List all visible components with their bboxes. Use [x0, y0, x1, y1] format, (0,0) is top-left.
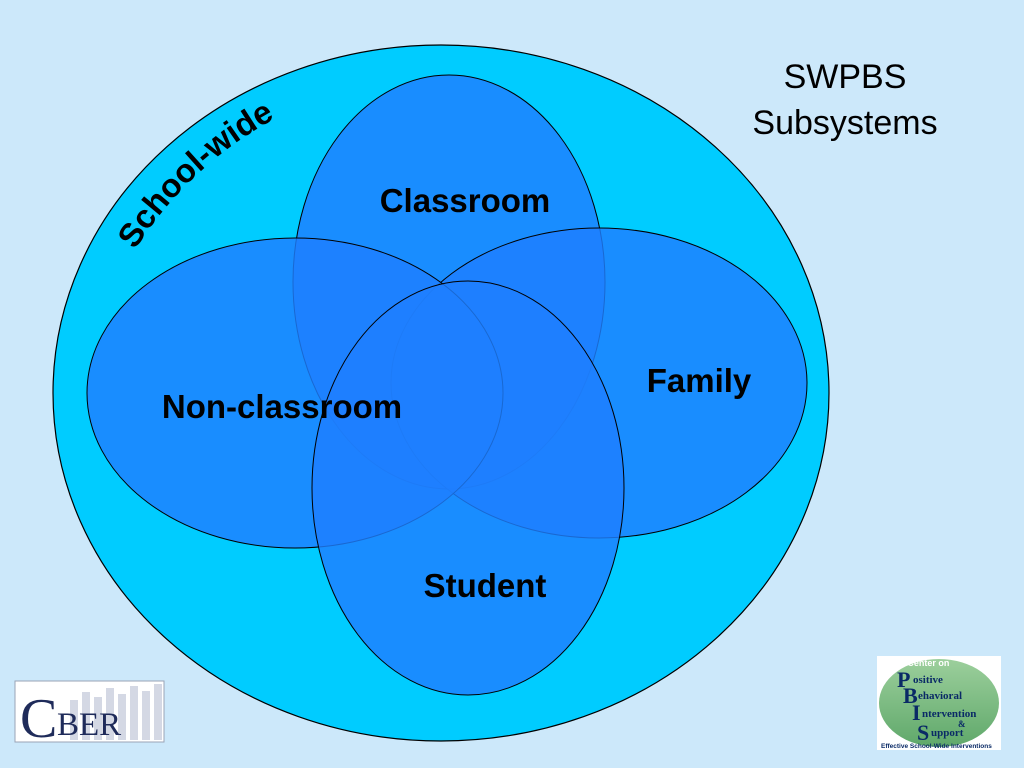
pbis-s-word: upport	[931, 727, 964, 739]
pbis-b-letter: B	[903, 683, 918, 708]
pbis-p-letter: P	[897, 667, 910, 692]
pbis-s-letter: S	[917, 720, 929, 745]
cber-initial: C	[20, 688, 57, 750]
student-label: Student	[424, 567, 547, 604]
pbis-header: OSEP Center on	[880, 658, 949, 668]
student-ellipse	[311, 280, 625, 696]
cber-logo: C BER	[14, 680, 165, 750]
pbis-i-word: ntervention	[922, 708, 976, 720]
pbis-b-word: ehavioral	[918, 690, 962, 702]
title-line-2: Subsystems	[752, 104, 937, 142]
pbis-i-letter: I	[912, 700, 921, 725]
pbis-p-word: ositive	[913, 674, 943, 686]
classroom-label: Classroom	[380, 182, 551, 219]
pbis-footer: Effective School-Wide Interventions	[881, 743, 992, 750]
pbis-logo: OSEP Center on P ositive B ehavioral I n…	[877, 656, 1001, 750]
cber-rest: BER	[57, 707, 121, 743]
non-classroom-label: Non-classroom	[162, 388, 402, 425]
pbis-amp: &	[958, 719, 966, 729]
title-line-1: SWPBS	[784, 58, 907, 96]
family-label: Family	[647, 362, 752, 399]
